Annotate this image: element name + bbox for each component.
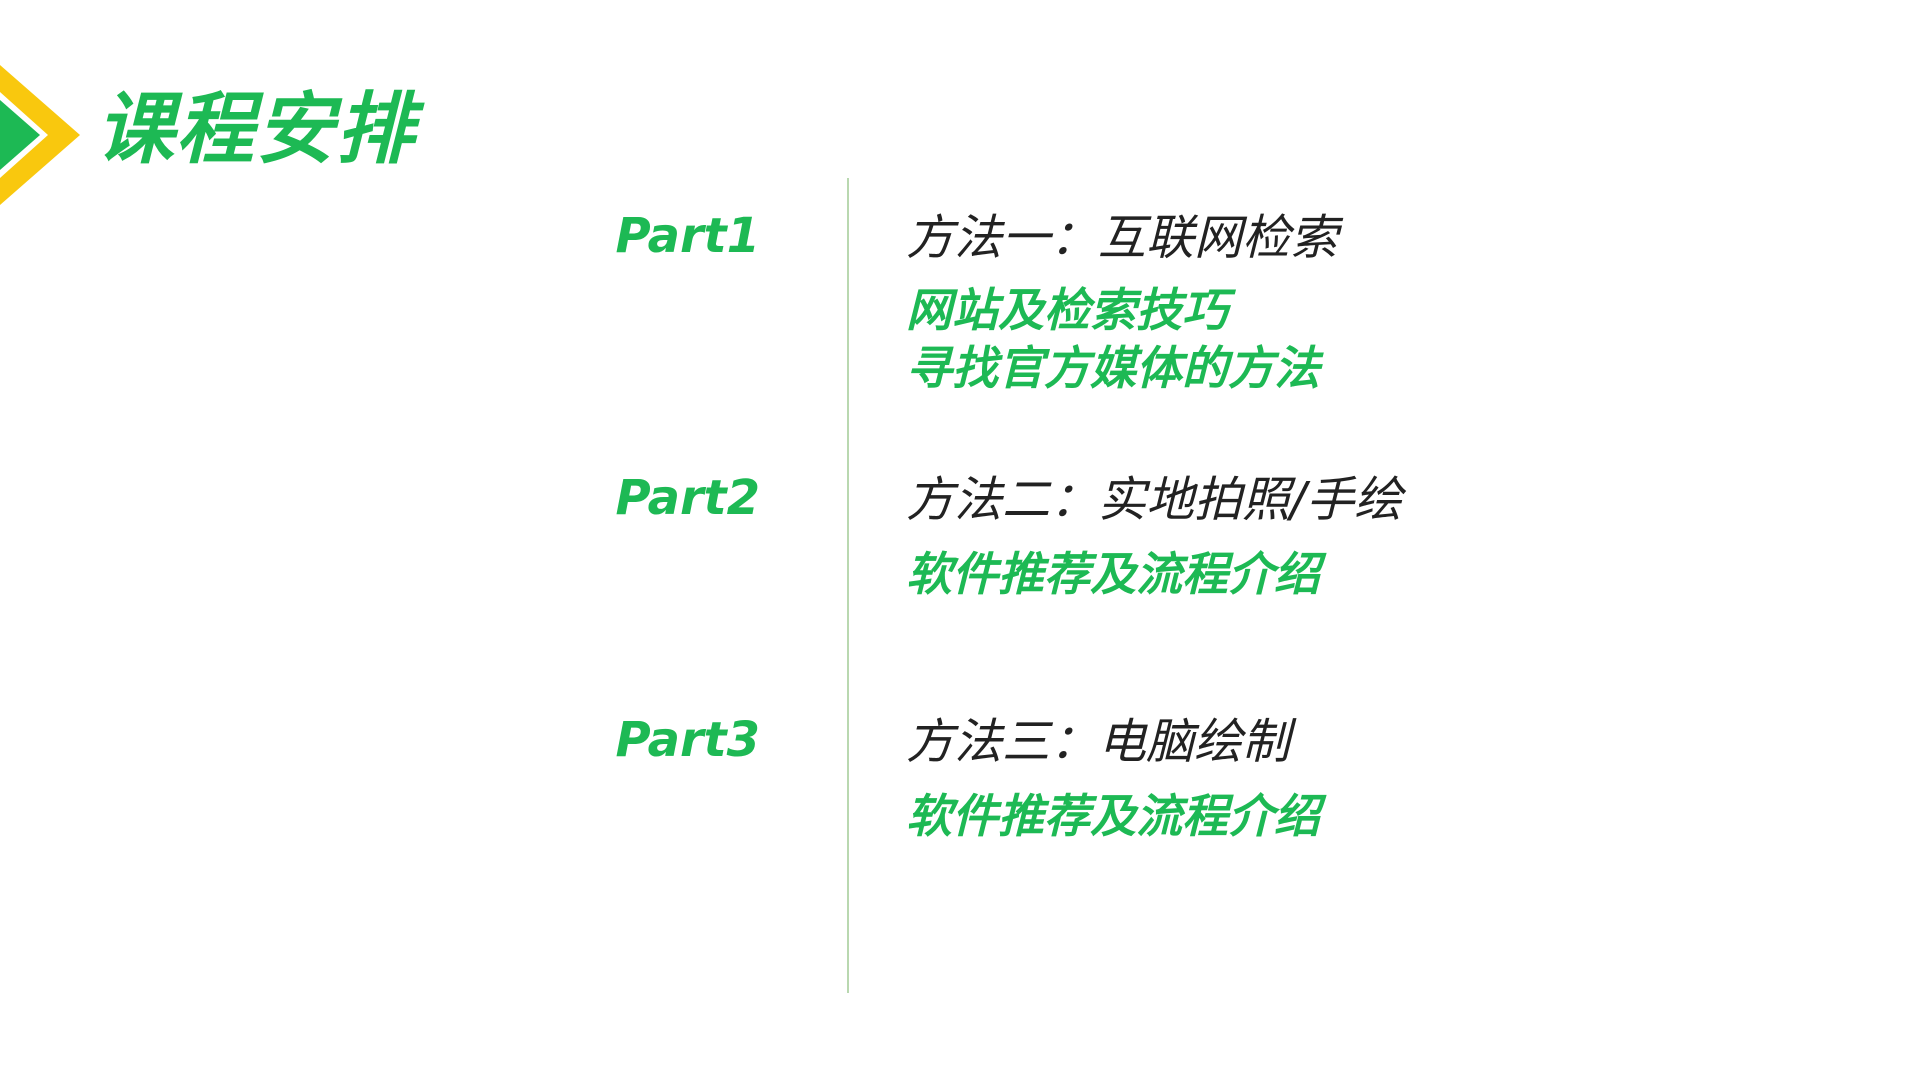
method-heading-3: 方法三：电脑绘制 bbox=[906, 714, 1291, 770]
method-items-1: 网站及检索技巧 寻找官方媒体的方法 bbox=[906, 282, 1320, 397]
method-item: 寻找官方媒体的方法 bbox=[906, 340, 1320, 395]
method-items-2: 软件推荐及流程介绍 bbox=[906, 546, 1320, 604]
chevron-logo-icon bbox=[0, 65, 80, 205]
part-label-3: Part3 bbox=[615, 712, 760, 768]
part-label-2: Part2 bbox=[615, 470, 760, 526]
page-title: 课程安排 bbox=[96, 85, 417, 175]
method-item: 软件推荐及流程介绍 bbox=[906, 789, 1320, 843]
part-label-1: Part1 bbox=[615, 208, 760, 264]
method-heading-2: 方法二：实地拍照/手绘 bbox=[906, 472, 1403, 528]
method-heading-1: 方法一：互联网检索 bbox=[906, 210, 1339, 266]
method-item: 网站及检索技巧 bbox=[906, 283, 1228, 337]
method-items-3: 软件推荐及流程介绍 bbox=[906, 788, 1320, 846]
vertical-divider bbox=[847, 178, 849, 993]
method-item: 软件推荐及流程介绍 bbox=[906, 547, 1320, 601]
